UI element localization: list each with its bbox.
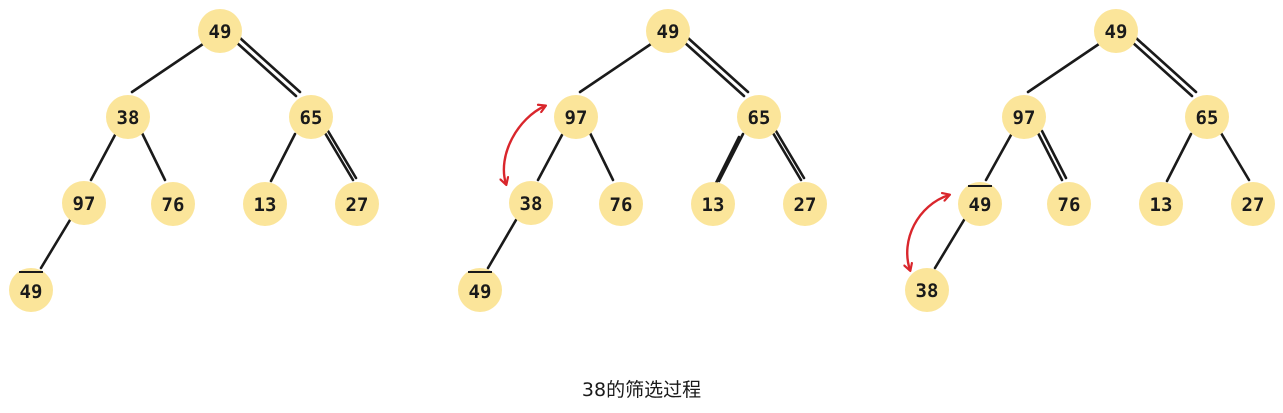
tree-node: 13 <box>691 182 735 226</box>
tree-node: 76 <box>599 182 643 226</box>
node-label: 27 <box>1242 194 1265 216</box>
tree-node: 49 <box>9 268 53 312</box>
tree-node: 38 <box>106 95 150 139</box>
tree-node: 27 <box>783 182 827 226</box>
tree-node: 13 <box>1139 182 1183 226</box>
edge <box>536 133 564 182</box>
node-label: 49 <box>1105 21 1128 43</box>
edge <box>717 132 745 183</box>
tree-2: 49 97 65 38 76 13 <box>458 9 827 312</box>
tree-2-edges <box>486 36 806 270</box>
tree-1-nodes: 49 38 65 97 76 13 <box>9 9 379 312</box>
node-label: 49 <box>657 21 680 43</box>
tree-node: 97 <box>1002 95 1046 139</box>
edge <box>588 131 615 182</box>
node-label: 65 <box>300 107 323 129</box>
node-label: 76 <box>162 194 185 216</box>
edge <box>682 40 746 98</box>
tree-3: 49 97 65 49 76 13 <box>905 9 1275 312</box>
tree-node: 38 <box>509 181 553 225</box>
tree-node: 38 <box>905 268 949 312</box>
edge <box>89 133 117 182</box>
node-label: 49 <box>969 194 992 216</box>
node-label: 65 <box>748 107 771 129</box>
swap-arrow <box>504 106 545 184</box>
node-label: 49 <box>469 281 492 303</box>
tree-node: 65 <box>1185 95 1229 139</box>
edge <box>686 36 750 94</box>
node-label: 38 <box>117 107 140 129</box>
node-label: 97 <box>565 107 588 129</box>
edge <box>269 132 297 183</box>
node-label: 13 <box>702 194 725 216</box>
tree-node: 49 <box>198 9 242 53</box>
node-label: 76 <box>1058 194 1081 216</box>
edge <box>238 36 302 94</box>
edge <box>323 131 355 182</box>
swap-arrow <box>907 195 949 270</box>
tree-1-edges <box>39 36 358 270</box>
node-label: 97 <box>73 193 96 215</box>
node-label: 27 <box>794 194 817 216</box>
tree-node: 97 <box>554 95 598 139</box>
tree-node: 97 <box>62 181 106 225</box>
node-label: 38 <box>520 193 543 215</box>
tree-3-nodes: 49 97 65 49 76 13 <box>905 9 1275 312</box>
edge <box>486 218 518 270</box>
edge <box>1130 40 1194 98</box>
tree-node: 49 <box>646 9 690 53</box>
edge <box>771 131 803 182</box>
node-label: 38 <box>916 280 939 302</box>
edge <box>1134 36 1198 94</box>
heap-sift-diagram: 49 38 65 97 76 13 <box>9 9 1275 312</box>
edge <box>774 129 806 180</box>
figure-caption: 38的筛选过程 <box>581 379 702 401</box>
tree-2-nodes: 49 97 65 38 76 13 <box>458 9 827 312</box>
edge <box>1036 131 1064 182</box>
edge <box>1219 131 1251 182</box>
node-label: 13 <box>254 194 277 216</box>
edge <box>140 131 167 182</box>
node-label: 27 <box>346 194 369 216</box>
tree-node: 65 <box>737 95 781 139</box>
node-label: 97 <box>1013 107 1036 129</box>
node-label: 49 <box>209 21 232 43</box>
edge <box>714 135 741 185</box>
tree-node: 76 <box>151 182 195 226</box>
tree-node: 49 <box>1094 9 1138 53</box>
tree-node: 65 <box>289 95 333 139</box>
edge <box>234 40 298 98</box>
edge <box>1165 132 1193 183</box>
edge <box>1026 42 1101 94</box>
edge <box>578 42 653 94</box>
edge <box>1040 129 1068 180</box>
tree-node: 27 <box>335 182 379 226</box>
tree-node: 49 <box>958 182 1002 226</box>
edge <box>933 218 966 270</box>
node-label: 49 <box>20 281 43 303</box>
tree-node: 13 <box>243 182 287 226</box>
tree-node: 27 <box>1231 182 1275 226</box>
tree-node: 49 <box>458 268 502 312</box>
edge <box>39 218 72 270</box>
node-label: 13 <box>1150 194 1173 216</box>
edge <box>984 133 1013 182</box>
tree-node: 76 <box>1047 182 1091 226</box>
node-label: 76 <box>610 194 633 216</box>
edge <box>326 129 358 180</box>
node-label: 65 <box>1196 107 1219 129</box>
tree-1: 49 38 65 97 76 13 <box>9 9 379 312</box>
edge <box>130 42 205 94</box>
tree-3-edges <box>933 36 1251 270</box>
